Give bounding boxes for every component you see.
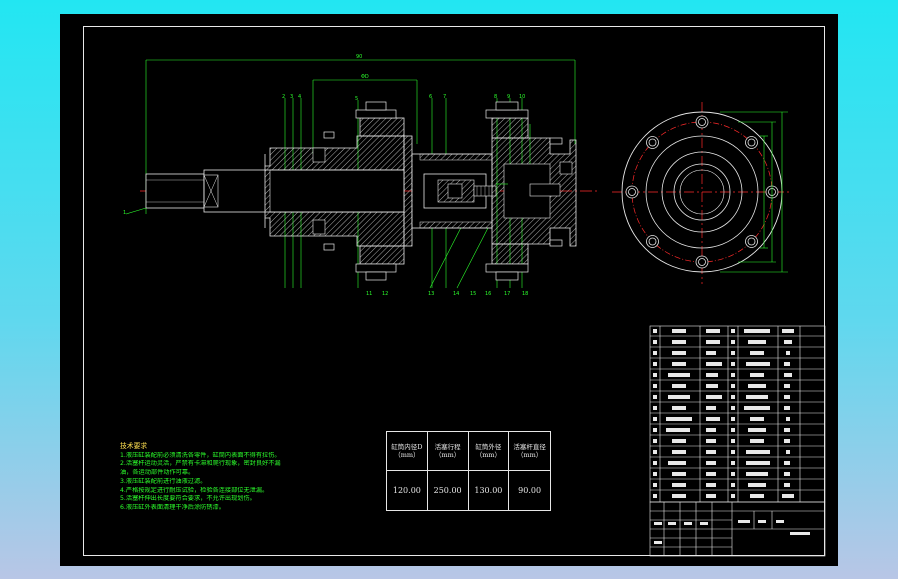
param-value-3: 130.00 — [469, 471, 510, 510]
param-header-1: 缸筒内径D（mm） — [387, 432, 428, 471]
dim-overall: 90 — [356, 54, 362, 60]
svg-text:16: 16 — [485, 291, 491, 297]
param-header-4: 活塞杆直径（mm） — [509, 432, 550, 471]
tech-title: 技术要求 — [120, 442, 148, 450]
param-value-2: 250.00 — [428, 471, 469, 510]
end-view — [612, 102, 790, 284]
svg-text:6: 6 — [429, 94, 432, 100]
param-value-4: 90.00 — [518, 485, 542, 495]
svg-text:15: 15 — [470, 291, 476, 297]
svg-text:13: 13 — [428, 291, 434, 297]
svg-text:11: 11 — [366, 291, 372, 297]
svg-text:17: 17 — [504, 291, 510, 297]
svg-text:14: 14 — [453, 291, 459, 297]
tech-line-4: 3.液压缸装配前进行油液过滤。 — [120, 477, 207, 485]
dim-inner: ΦD — [361, 74, 369, 80]
parts-list-marks — [653, 329, 810, 544]
tech-line-5: 4.严格按规定进行耐压试验，检验各连接部位无泄漏。 — [120, 486, 269, 494]
param-value-1: 120.00 — [387, 471, 428, 510]
tech-line-1: 1.液压缸装配前必须清洗各零件，缸筒内表面不得有拉伤。 — [120, 451, 281, 459]
param-header-2: 活塞行程（mm） — [427, 432, 469, 471]
tech-line-7: 6.液压缸外表面清理干净后涂防锈漆。 — [120, 503, 225, 511]
svg-text:18: 18 — [522, 291, 528, 297]
drawing-border — [83, 26, 825, 556]
svg-text:9: 9 — [507, 94, 510, 100]
parts-list — [649, 325, 826, 557]
svg-text:7: 7 — [443, 94, 446, 100]
svg-text:5: 5 — [355, 96, 358, 102]
svg-text:1: 1 — [123, 210, 126, 216]
param-header-3: 缸筒外径（mm） — [468, 432, 510, 471]
svg-text:3: 3 — [290, 94, 293, 100]
svg-text:10: 10 — [519, 94, 525, 100]
tech-line-2: 2.活塞杆运动灵活，严禁有卡滞和爬行现象，密封良好不漏 — [120, 460, 281, 468]
svg-text:8: 8 — [494, 94, 497, 100]
tech-line-3: 油，各运动部件动作可靠。 — [120, 469, 195, 477]
technical-requirements: 技术要求 1.液压缸装配前必须清洗各零件，缸筒内表面不得有拉伤。 2.活塞杆运动… — [120, 442, 370, 513]
svg-text:2: 2 — [282, 94, 285, 100]
parameter-table: 缸筒内径D（mm） 活塞行程（mm） 缸筒外径（mm） 活塞杆直径（mm） 12… — [386, 431, 551, 511]
svg-text:12: 12 — [382, 291, 388, 297]
svg-text:4: 4 — [298, 94, 301, 100]
tech-line-6: 5.活塞杆伸出长度要符合要求，不允许出现划伤。 — [120, 495, 256, 503]
